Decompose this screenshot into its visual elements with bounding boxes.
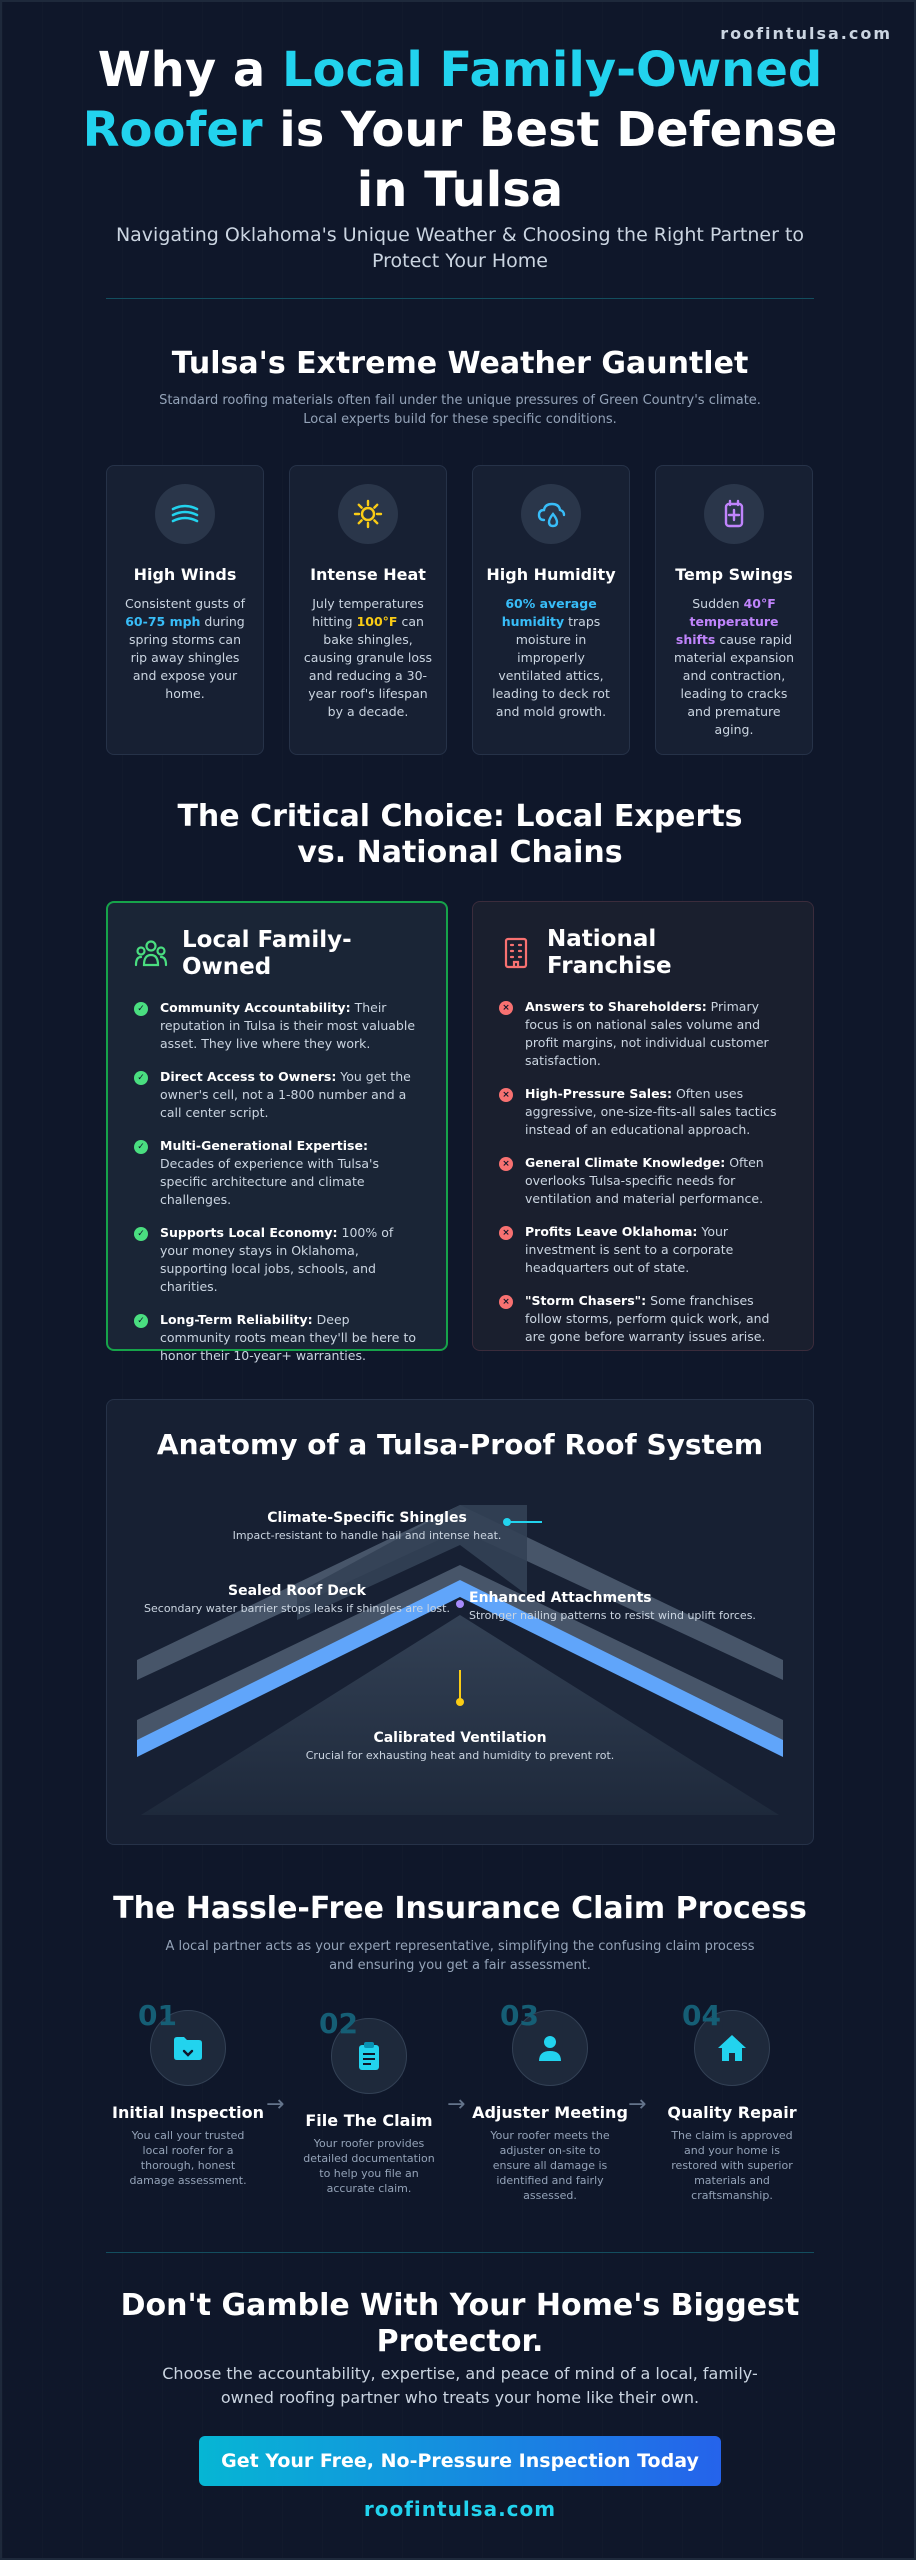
temperature-swing-icon xyxy=(704,484,764,544)
check-icon: ✓ xyxy=(134,1227,148,1241)
roof-diagram xyxy=(137,1505,783,1815)
step-description: You call your trusted local roofer for a… xyxy=(129,2129,247,2187)
weather-card-title: Temp Swings xyxy=(675,565,793,584)
step-title: Adjuster Meeting xyxy=(472,2103,628,2122)
website-link[interactable]: roofintulsa.com xyxy=(363,2497,557,2521)
site-domain[interactable]: roofintulsa.com xyxy=(720,24,892,43)
title-highlight: Local Family-Owned Roofer xyxy=(82,42,823,158)
process-step-4: 04 Quality Repair The claim is approved … xyxy=(652,1999,812,2203)
process-step-1: 01 Initial Inspection You call your trus… xyxy=(108,1999,268,2188)
cta-description: Choose the accountability, expertise, an… xyxy=(162,2364,758,2407)
choice-section-title: The Critical Choice: Local Experts vs. N… xyxy=(177,799,743,870)
process-section-description: A local partner acts as your expert repr… xyxy=(165,1939,755,1973)
ventilation-pointer-dot xyxy=(456,1698,464,1706)
page-subtitle: Navigating Oklahoma's Unique Weather & C… xyxy=(115,224,805,272)
title-pre: Why a xyxy=(97,42,282,98)
weather-card-text: Consistent gusts of 60-75 mph during spr… xyxy=(125,596,245,701)
list-item: ×Profits Leave Oklahoma: Your investment… xyxy=(499,1223,787,1277)
humidity-icon xyxy=(521,484,581,544)
deck-pointer-dot xyxy=(456,1600,464,1608)
arrow-right-icon: → xyxy=(447,2092,466,2117)
building-icon xyxy=(504,937,528,969)
local-family-owned-card: Local Family-Owned ✓Community Accountabi… xyxy=(106,901,448,1363)
check-icon: ✓ xyxy=(134,1314,148,1328)
weather-card-temp-swings: Temp Swings Sudden 40°F temperature shif… xyxy=(655,465,813,755)
weather-section-description: Standard roofing materials often fail un… xyxy=(159,393,761,427)
wind-icon xyxy=(155,484,215,544)
divider xyxy=(106,2252,814,2253)
weather-card-text: July temperatures hitting 100°F can bake… xyxy=(303,596,433,719)
list-item: ×Answers to Shareholders: Primary focus … xyxy=(499,998,787,1070)
list-item: ✓Supports Local Economy: 100% of your mo… xyxy=(134,1224,420,1296)
step-number: 01 xyxy=(138,1999,177,2032)
roof-attic xyxy=(141,1615,779,1815)
weather-card-heat: Intense Heat July temperatures hitting 1… xyxy=(289,465,447,755)
shingle-pointer-dot xyxy=(503,1518,511,1526)
roof-ridge xyxy=(297,1505,527,1620)
x-icon: × xyxy=(499,1001,513,1015)
list-item: ×General Climate Knowledge: Often overlo… xyxy=(499,1154,787,1208)
label-ventilation: Calibrated Ventilation Crucial for exhau… xyxy=(305,1730,615,1762)
list-item: ✓Long-Term Reliability: Deep community r… xyxy=(134,1311,420,1365)
check-icon: ✓ xyxy=(134,1071,148,1085)
user-icon xyxy=(512,2010,588,2086)
label-shingles: Climate-Specific Shingles Impact-resista… xyxy=(232,1510,502,1542)
weather-card-title: Intense Heat xyxy=(310,565,426,584)
step-number: 02 xyxy=(319,2007,358,2040)
x-icon: × xyxy=(499,1088,513,1102)
x-icon: × xyxy=(499,1295,513,1309)
step-number: 04 xyxy=(682,1999,721,2032)
local-card-title: Local Family-Owned xyxy=(182,927,352,980)
list-item: ✓Community Accountability: Their reputat… xyxy=(134,999,420,1053)
step-title: Quality Repair xyxy=(667,2103,797,2122)
national-franchise-card: National Franchise ×Answers to Sharehold… xyxy=(472,901,814,1351)
weather-card-text: 60% average humidity traps moisture in i… xyxy=(492,596,610,719)
folder-icon xyxy=(150,2010,226,2086)
sun-icon xyxy=(338,484,398,544)
step-title: Initial Inspection xyxy=(112,2103,264,2122)
national-card-title: National Franchise xyxy=(547,926,672,979)
free-inspection-button[interactable]: Get Your Free, No-Pressure Inspection To… xyxy=(199,2436,721,2486)
list-item: ✓Multi-Generational Expertise: Decades o… xyxy=(134,1137,420,1209)
anatomy-title: Anatomy of a Tulsa-Proof Roof System xyxy=(156,1428,764,1461)
arrow-right-icon: → xyxy=(628,2092,647,2117)
list-item: ×High-Pressure Sales: Often uses aggress… xyxy=(499,1085,787,1139)
weather-card-humidity: High Humidity 60% average humidity traps… xyxy=(472,465,630,755)
cta-title: Don't Gamble With Your Home's Biggest Pr… xyxy=(120,2288,800,2359)
family-icon xyxy=(134,940,168,967)
step-description: Your roofer meets the adjuster on-site t… xyxy=(490,2129,610,2202)
label-roof-deck: Sealed Roof Deck Secondary water barrier… xyxy=(144,1583,450,1615)
process-step-2: 02 File The Claim Your roofer provides d… xyxy=(289,2007,449,2196)
check-icon: ✓ xyxy=(134,1140,148,1154)
step-description: Your roofer provides detailed documentat… xyxy=(303,2137,435,2195)
list-item: ×"Storm Chasers": Some franchises follow… xyxy=(499,1292,787,1346)
label-attachments: Enhanced Attachments Stronger nailing pa… xyxy=(469,1590,756,1622)
title-post: is Your Best Defense in Tulsa xyxy=(262,102,838,218)
x-icon: × xyxy=(499,1157,513,1171)
weather-card-winds: High Winds Consistent gusts of 60-75 mph… xyxy=(106,465,264,755)
step-title: File The Claim xyxy=(305,2111,433,2130)
step-number: 03 xyxy=(500,1999,539,2032)
step-description: The claim is approved and your home is r… xyxy=(671,2129,793,2202)
weather-card-title: High Winds xyxy=(133,565,237,584)
roof-anatomy-panel: Anatomy of a Tulsa-Proof Roof System Cli… xyxy=(106,1399,814,1845)
arrow-right-icon: → xyxy=(266,2092,285,2117)
page-title: Why a Local Family-Owned Roofer is Your … xyxy=(82,40,838,220)
process-step-3: 03 Adjuster Meeting Your roofer meets th… xyxy=(470,1999,630,2203)
x-icon: × xyxy=(499,1226,513,1240)
home-icon xyxy=(694,2010,770,2086)
process-section-title: The Hassle-Free Insurance Claim Process xyxy=(113,1891,807,1926)
weather-card-title: High Humidity xyxy=(486,565,616,584)
clipboard-icon xyxy=(331,2018,407,2094)
check-icon: ✓ xyxy=(134,1002,148,1016)
divider xyxy=(106,298,814,299)
list-item: ✓Direct Access to Owners: You get the ow… xyxy=(134,1068,420,1122)
weather-section-title: Tulsa's Extreme Weather Gauntlet xyxy=(171,346,749,381)
weather-card-text: Sudden 40°F temperature shifts cause rap… xyxy=(673,596,795,737)
